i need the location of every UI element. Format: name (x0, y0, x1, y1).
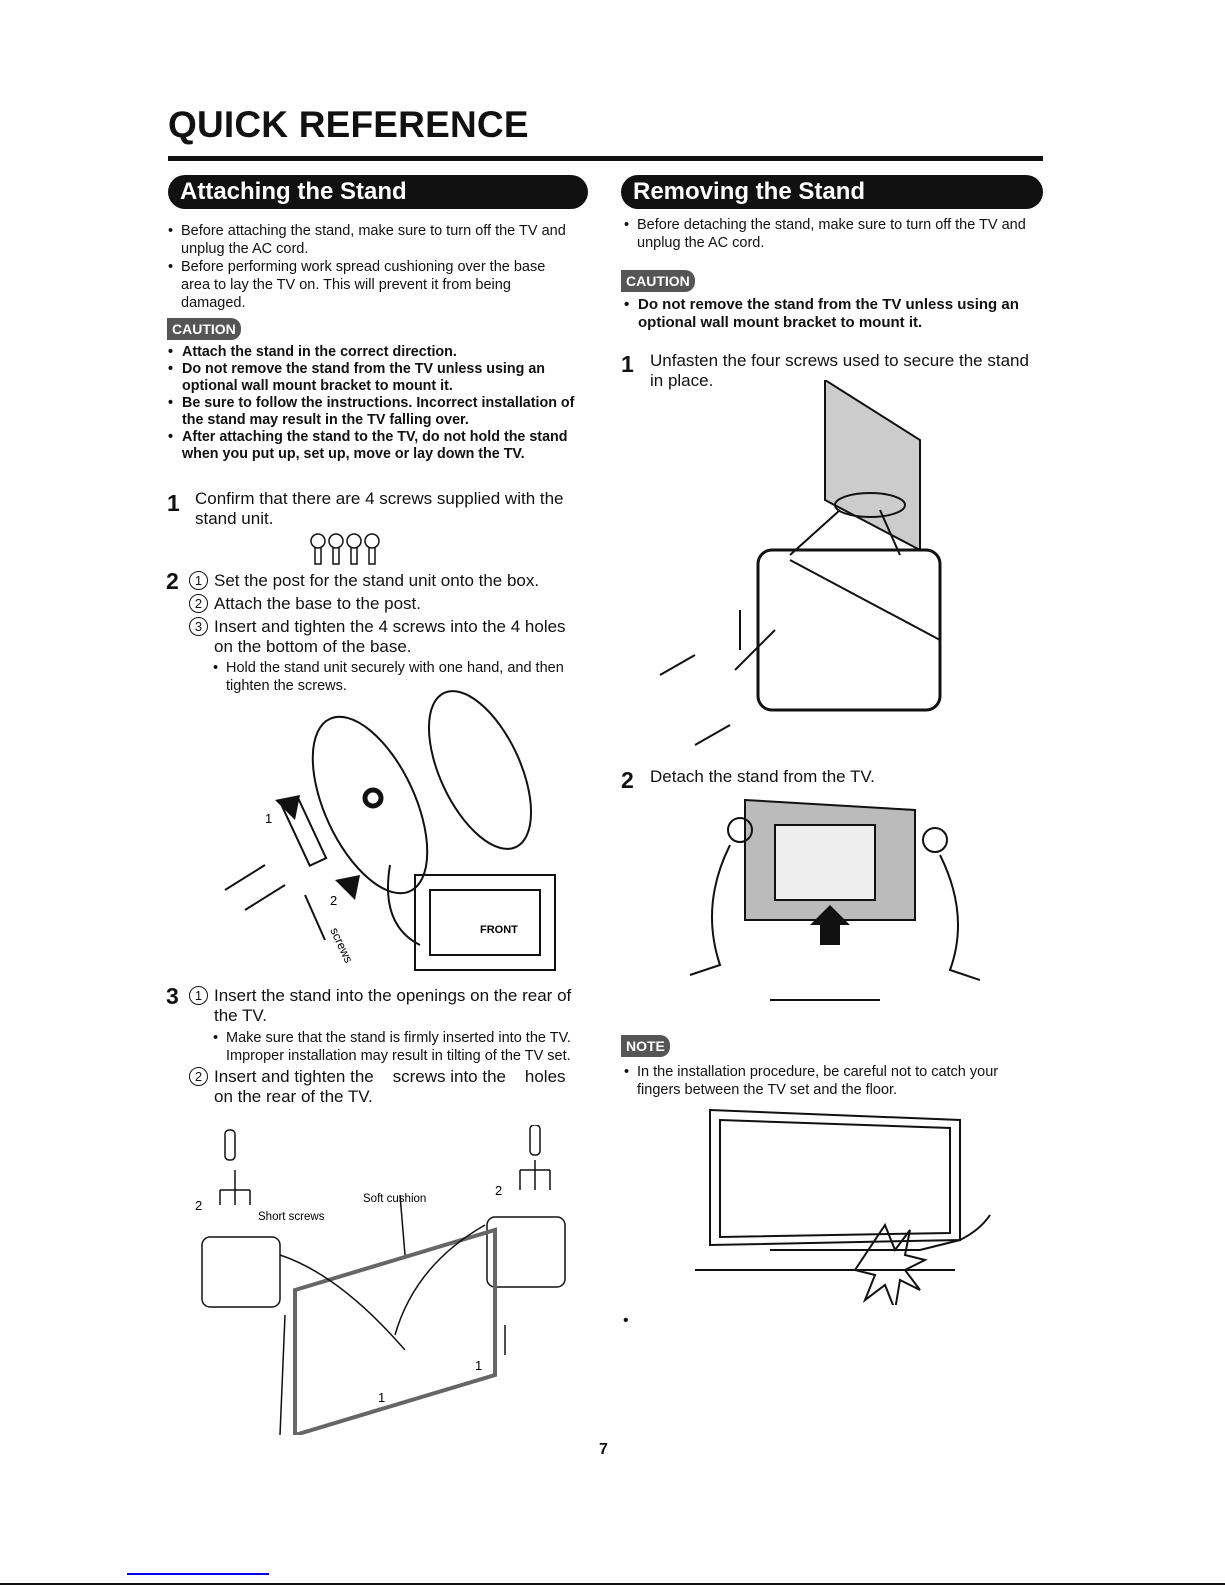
note-bullet: Hold the stand unit securely with one ha… (213, 659, 584, 695)
step2-items: 1 Set the post for the stand unit onto th… (189, 571, 584, 695)
circled-2: 2 (195, 1198, 202, 1213)
step-text: Unfasten the four screws used to secure … (650, 351, 1029, 390)
note-badge: NOTE (621, 1035, 670, 1057)
circled-number: 2 (189, 594, 208, 613)
circled-2: 2 (330, 893, 337, 908)
note-item: In the installation procedure, be carefu… (624, 1063, 1034, 1099)
attach-heading: Attaching the Stand (168, 175, 588, 209)
remove-heading: Removing the Stand (621, 175, 1043, 209)
circled-number: 1 (189, 571, 208, 590)
circled-number: 2 (189, 1067, 208, 1086)
bullet: Before attaching the stand, make sure to… (168, 222, 578, 258)
attach-cautions: Attach the stand in the correct directio… (168, 344, 578, 463)
front-label: FRONT (480, 924, 518, 936)
screws-icon (310, 533, 380, 565)
circled-1: 1 (475, 1358, 482, 1373)
step-text: Confirm that there are 4 screws supplied… (195, 489, 564, 528)
step-text: Insert and tighten the 4 screws into the… (214, 617, 566, 656)
step-number: 3 (166, 983, 179, 1009)
empty-bullet: • (623, 1312, 629, 1329)
attach-bullets: Before attaching the stand, make sure to… (168, 222, 578, 312)
bullet: Before performing work spread cushioning… (168, 258, 578, 312)
step-number: 2 (166, 568, 179, 594)
step-text: Detach the stand from the TV. (650, 767, 875, 786)
detach-stand-illustration (689, 798, 980, 1001)
screws-label: screws (327, 925, 355, 965)
step-text: Insert the stand into the openings on th… (214, 986, 572, 1025)
circled-number: 1 (189, 986, 208, 1005)
circled-1: 1 (265, 811, 272, 826)
circled-1: 1 (378, 1390, 385, 1405)
step-text: Insert and tighten the screws into the h… (214, 1067, 571, 1106)
remove-cautions: Do not remove the stand from the TV unle… (624, 296, 1042, 332)
caution-item: Attach the stand in the correct directio… (168, 344, 578, 361)
rear-attachment-illustration: 2 2 Short screws Soft cushion 1 1 (195, 1125, 566, 1435)
step-text: Set the post for the stand unit onto the… (214, 571, 540, 590)
caution-item: Be sure to follow the instructions. Inco… (168, 395, 578, 429)
page-title: QUICK REFERENCE (168, 104, 529, 145)
step-number: 1 (167, 490, 180, 516)
soft-cushion-label: Soft cushion (363, 1193, 426, 1205)
circled-2: 2 (495, 1183, 502, 1198)
page-number: 7 (599, 1441, 608, 1458)
caution-badge: CAUTION (621, 270, 695, 292)
finger-pinch-illustration (695, 1108, 991, 1305)
short-screws-label: Short screws (258, 1211, 325, 1223)
caution-badge: CAUTION (167, 318, 241, 340)
caution-item: Do not remove the stand from the TV unle… (624, 296, 1042, 332)
step-number: 2 (621, 767, 634, 793)
circled-number: 3 (189, 617, 208, 636)
unscrew-illustration (659, 380, 942, 746)
step-text: Attach the base to the post. (214, 594, 421, 613)
note-bullet: Make sure that the stand is firmly inser… (213, 1029, 584, 1065)
stand-assembly-illustration: FRONT screws 1 2 (224, 690, 556, 971)
hyperlink-underline[interactable] (127, 1573, 269, 1575)
remove-bullets: Before detaching the stand, make sure to… (624, 216, 1034, 252)
title-rule (168, 156, 1043, 161)
step3-items: 1 Insert the stand into the openings on t… (189, 986, 584, 1107)
caution-item: After attaching the stand to the TV, do … (168, 429, 578, 463)
bullet: Before detaching the stand, make sure to… (624, 216, 1034, 252)
caution-item: Do not remove the stand from the TV unle… (168, 361, 578, 395)
remove-notes: In the installation procedure, be carefu… (624, 1063, 1034, 1099)
step-number: 1 (621, 351, 634, 377)
bottom-rule (0, 1583, 1225, 1585)
